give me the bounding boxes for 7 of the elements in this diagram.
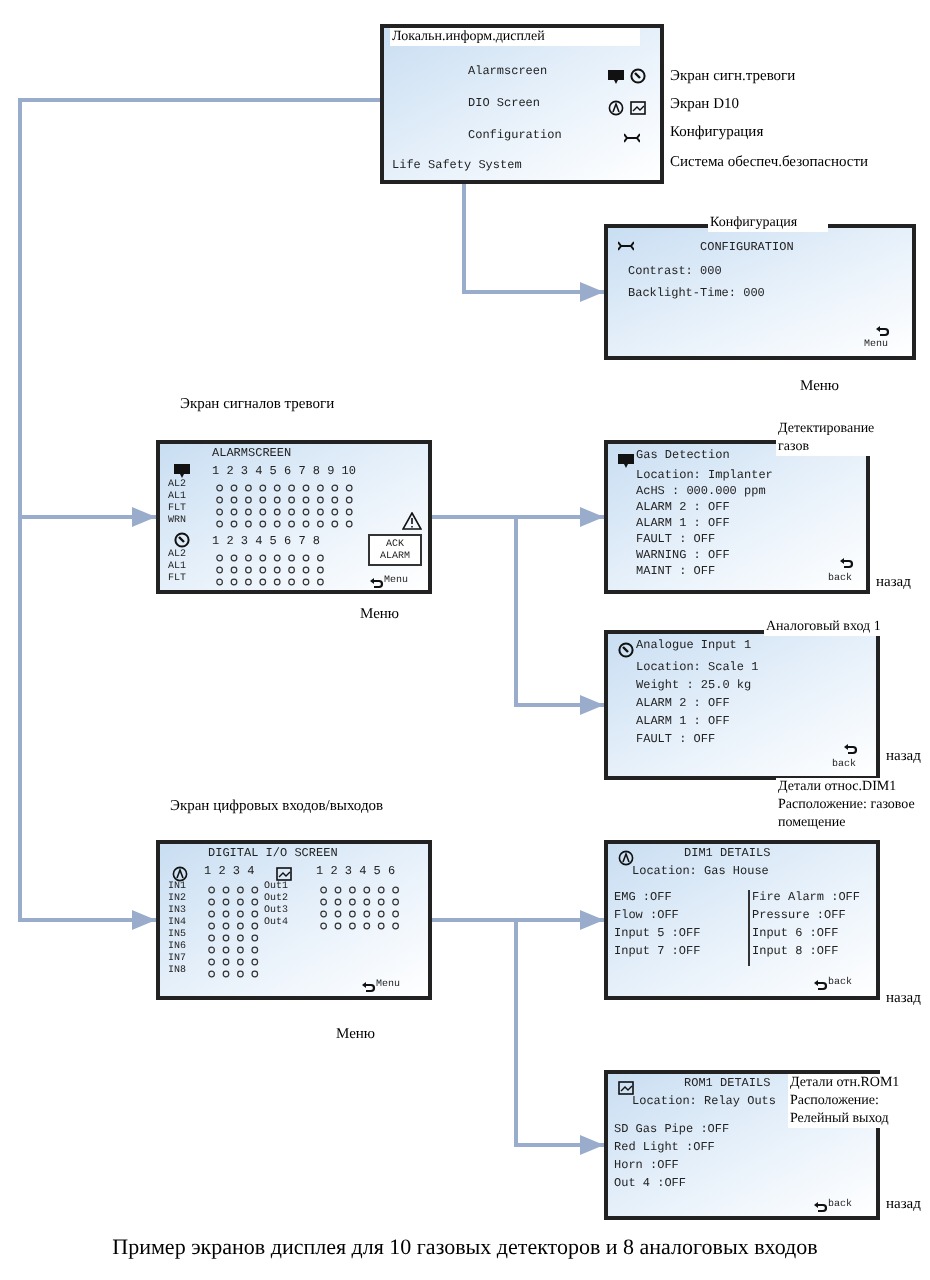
screen-panel <box>380 24 664 184</box>
arrow <box>462 184 604 302</box>
arrow <box>432 515 604 715</box>
arrow <box>432 918 604 1155</box>
screen-panel <box>156 440 432 594</box>
caption: Пример экранов дисплея для 10 газовых детекторов и 8 аналоговых входов <box>110 1234 820 1264</box>
screen-panel <box>156 840 432 1000</box>
